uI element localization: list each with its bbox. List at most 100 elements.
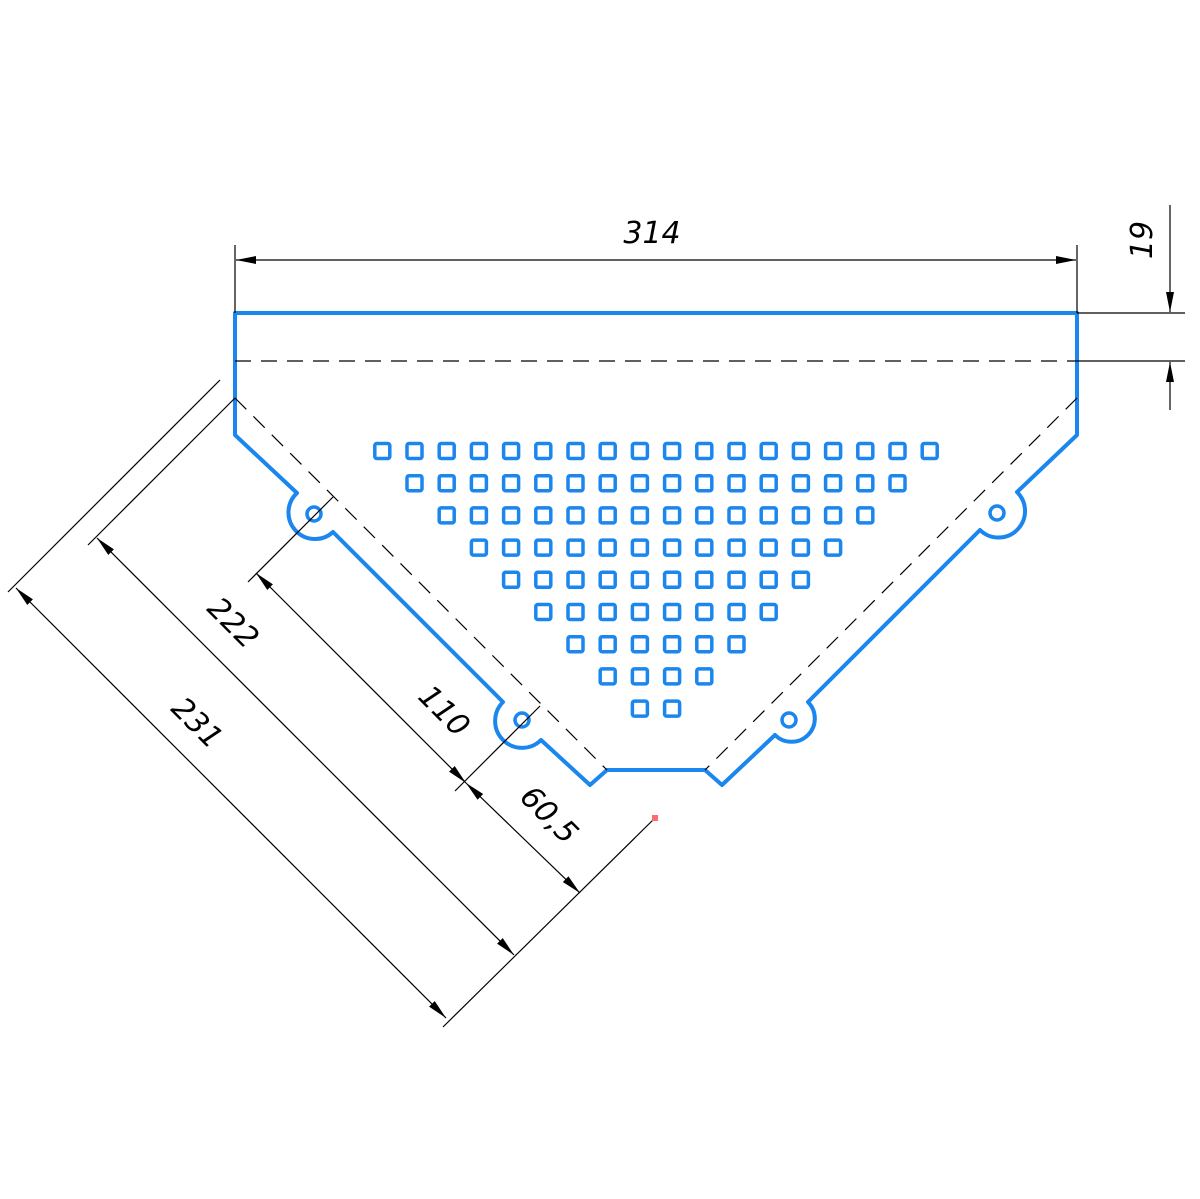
perforation-square (598, 473, 617, 493)
perforation-square (566, 473, 585, 493)
perforation-square (856, 506, 875, 525)
perforation-square (856, 473, 875, 493)
perforation-square (598, 634, 617, 654)
perforation-square (501, 570, 521, 590)
dimension-label-60-5: 60,5 (513, 779, 585, 851)
perforation-square (695, 634, 714, 654)
perforation-square (437, 441, 456, 461)
perforation-square (695, 506, 714, 525)
mounting-hole (305, 505, 323, 523)
perforation-square (662, 634, 682, 654)
perforation-square (534, 538, 553, 557)
perforation-square (630, 506, 650, 525)
perforation-square (630, 699, 650, 718)
perforation-square (566, 441, 585, 461)
perforation-square (791, 441, 811, 461)
perforation-square (727, 506, 746, 525)
perforation-square (759, 570, 778, 590)
perforation-square (373, 441, 392, 461)
perforation-square (823, 441, 843, 461)
perforation-square (598, 667, 617, 686)
perforation-square (823, 473, 843, 493)
perforation-square (662, 473, 682, 493)
perforation-square (405, 473, 424, 493)
perforation-square (791, 473, 811, 493)
mounting-hole (988, 504, 1006, 522)
perforation-square (823, 538, 843, 557)
dimension-line-231 (15, 587, 447, 1019)
perforation-square (566, 602, 585, 622)
perforation-square (662, 667, 682, 686)
extension-line (442, 817, 656, 1028)
perforation-square (888, 441, 907, 461)
perforation-square (534, 570, 553, 590)
perforation-square (566, 538, 585, 557)
perforation-square (791, 506, 811, 525)
perforation-square (630, 441, 650, 461)
perforation-square (727, 538, 746, 557)
perforation-square (888, 473, 907, 493)
perforation-square (598, 538, 617, 557)
perforation-square (759, 473, 778, 493)
perforation-square (566, 506, 585, 525)
perforation-square (469, 538, 489, 557)
perforation-square (630, 473, 650, 493)
perforation-square (469, 441, 489, 461)
perforation-square (501, 538, 521, 557)
perforation-square (534, 602, 553, 622)
marker-point (652, 815, 658, 821)
perforation-square (534, 473, 553, 493)
perforation-square (727, 570, 746, 590)
perforation-square (598, 570, 617, 590)
perforation-square (695, 602, 714, 622)
extension-line (7, 379, 221, 593)
dimension-label-222: 222 (200, 591, 265, 656)
perforation-square (791, 538, 811, 557)
perforation-square (727, 602, 746, 622)
perforation-square (695, 667, 714, 686)
perforation-square (534, 441, 553, 461)
perforation-grid (373, 441, 939, 718)
perforation-square (598, 602, 617, 622)
perforation-square (598, 506, 617, 525)
perforation-square (823, 506, 843, 525)
perforation-square (501, 441, 521, 461)
perforation-square (598, 441, 617, 461)
perforation-square (437, 506, 456, 525)
extension-line (454, 705, 541, 792)
perforation-square (759, 602, 778, 622)
perforation-square (727, 473, 746, 493)
mounting-hole (513, 711, 531, 729)
perforation-square (630, 538, 650, 557)
mounting-hole (780, 711, 798, 729)
perforation-square (662, 506, 682, 525)
perforation-square (759, 538, 778, 557)
part-outline (233, 311, 1079, 787)
perforation-square (630, 667, 650, 686)
perforation-square (695, 538, 714, 557)
perforation-square (662, 699, 682, 718)
bend-line-right (704, 397, 1078, 771)
dimension-label-314: 314 (623, 216, 680, 251)
dimension-label-110: 110 (411, 679, 476, 744)
extension-line (247, 496, 334, 583)
perforation-square (759, 441, 778, 461)
perforation-square (630, 634, 650, 654)
extension-line (87, 397, 236, 546)
perforation-square (630, 570, 650, 590)
perforation-square (662, 441, 682, 461)
perforation-square (695, 570, 714, 590)
perforation-square (501, 473, 521, 493)
perforation-square (695, 473, 714, 493)
perforation-square (469, 506, 489, 525)
perforation-square (662, 538, 682, 557)
dimension-line-60-5 (465, 782, 581, 894)
dimension-line-222 (96, 537, 515, 956)
perforation-square (566, 634, 585, 654)
dimension-line-110 (255, 572, 467, 784)
perforation-square (501, 506, 521, 525)
perforation-square (856, 441, 875, 461)
perforation-square (727, 441, 746, 461)
